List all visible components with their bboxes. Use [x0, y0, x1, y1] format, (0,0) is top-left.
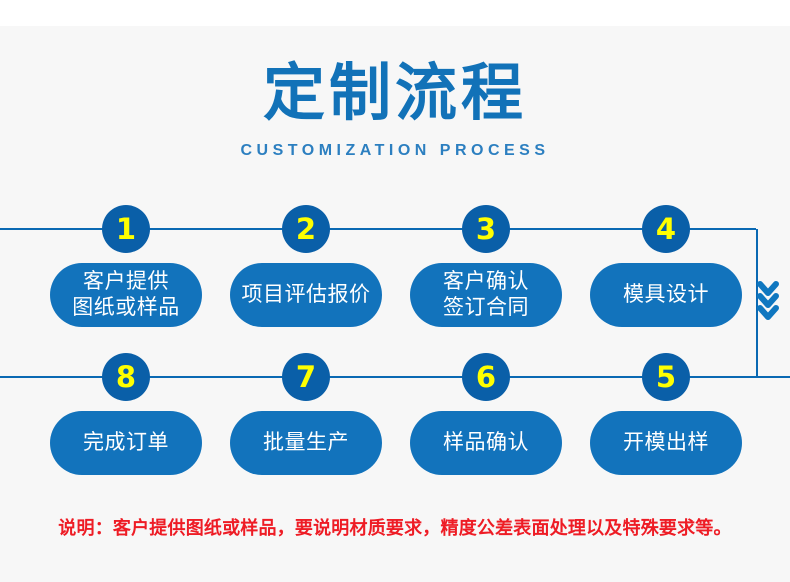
step-label-line: 完成订单: [83, 431, 169, 454]
flow-step-6[interactable]: 6 样品确认: [410, 353, 562, 483]
step-number-badge: 4: [642, 205, 690, 253]
flow-step-5[interactable]: 5 开模出样: [590, 353, 742, 483]
step-label-pill[interactable]: 开模出样: [590, 411, 742, 475]
step-number-badge: 8: [102, 353, 150, 401]
step-label-line: 项目评估报价: [241, 283, 371, 306]
step-number-badge: 5: [642, 353, 690, 401]
page-title: 定制流程: [262, 59, 527, 128]
step-label-line: 图纸或样品: [72, 296, 180, 319]
step-number-badge: 3: [462, 205, 510, 253]
step-label-pill[interactable]: 样品确认: [410, 411, 562, 475]
flow-row-bottom: 8 完成订单 7 批量生产 6 样品确认 5: [0, 353, 790, 483]
step-label-pill[interactable]: 模具设计: [590, 263, 742, 327]
step-number-badge: 1: [102, 205, 150, 253]
footer-note: 说明：客户提供图纸或样品，要说明材质要求，精度公差表面处理以及特殊要求等。: [58, 518, 732, 538]
step-label-line: 批量生产: [263, 431, 349, 454]
step-label-line: 开模出样: [623, 431, 709, 454]
step-label-line: 客户提供: [83, 270, 169, 293]
flow-step-8[interactable]: 8 完成订单: [50, 353, 202, 483]
flow-step-2[interactable]: 2 项目评估报价: [230, 205, 382, 335]
flow-step-1[interactable]: 1 客户提供 图纸或样品: [50, 205, 202, 335]
step-label-pill[interactable]: 客户提供 图纸或样品: [50, 263, 202, 327]
step-label-pill[interactable]: 项目评估报价: [230, 263, 382, 327]
flow-step-7[interactable]: 7 批量生产: [230, 353, 382, 483]
step-label-pill[interactable]: 完成订单: [50, 411, 202, 475]
step-label-pill[interactable]: 批量生产: [230, 411, 382, 475]
step-number-badge: 2: [282, 205, 330, 253]
step-label-line: 模具设计: [623, 283, 709, 306]
flow-step-4[interactable]: 4 模具设计: [590, 205, 742, 335]
step-label-line: 签订合同: [443, 296, 529, 319]
step-number-badge: 6: [462, 353, 510, 401]
page-subtitle: CUSTOMIZATION PROCESS: [240, 142, 550, 159]
step-label-pill[interactable]: 客户确认 签订合同: [410, 263, 562, 327]
header: 定制流程 CUSTOMIZATION PROCESS: [0, 56, 790, 161]
step-label-line: 样品确认: [443, 431, 529, 454]
flow-step-3[interactable]: 3 客户确认 签订合同: [410, 205, 562, 335]
flow-row-top: 1 客户提供 图纸或样品 2 项目评估报价 3 客户确认 签订合同: [0, 205, 790, 335]
step-label-line: 客户确认: [443, 270, 529, 293]
step-number-badge: 7: [282, 353, 330, 401]
